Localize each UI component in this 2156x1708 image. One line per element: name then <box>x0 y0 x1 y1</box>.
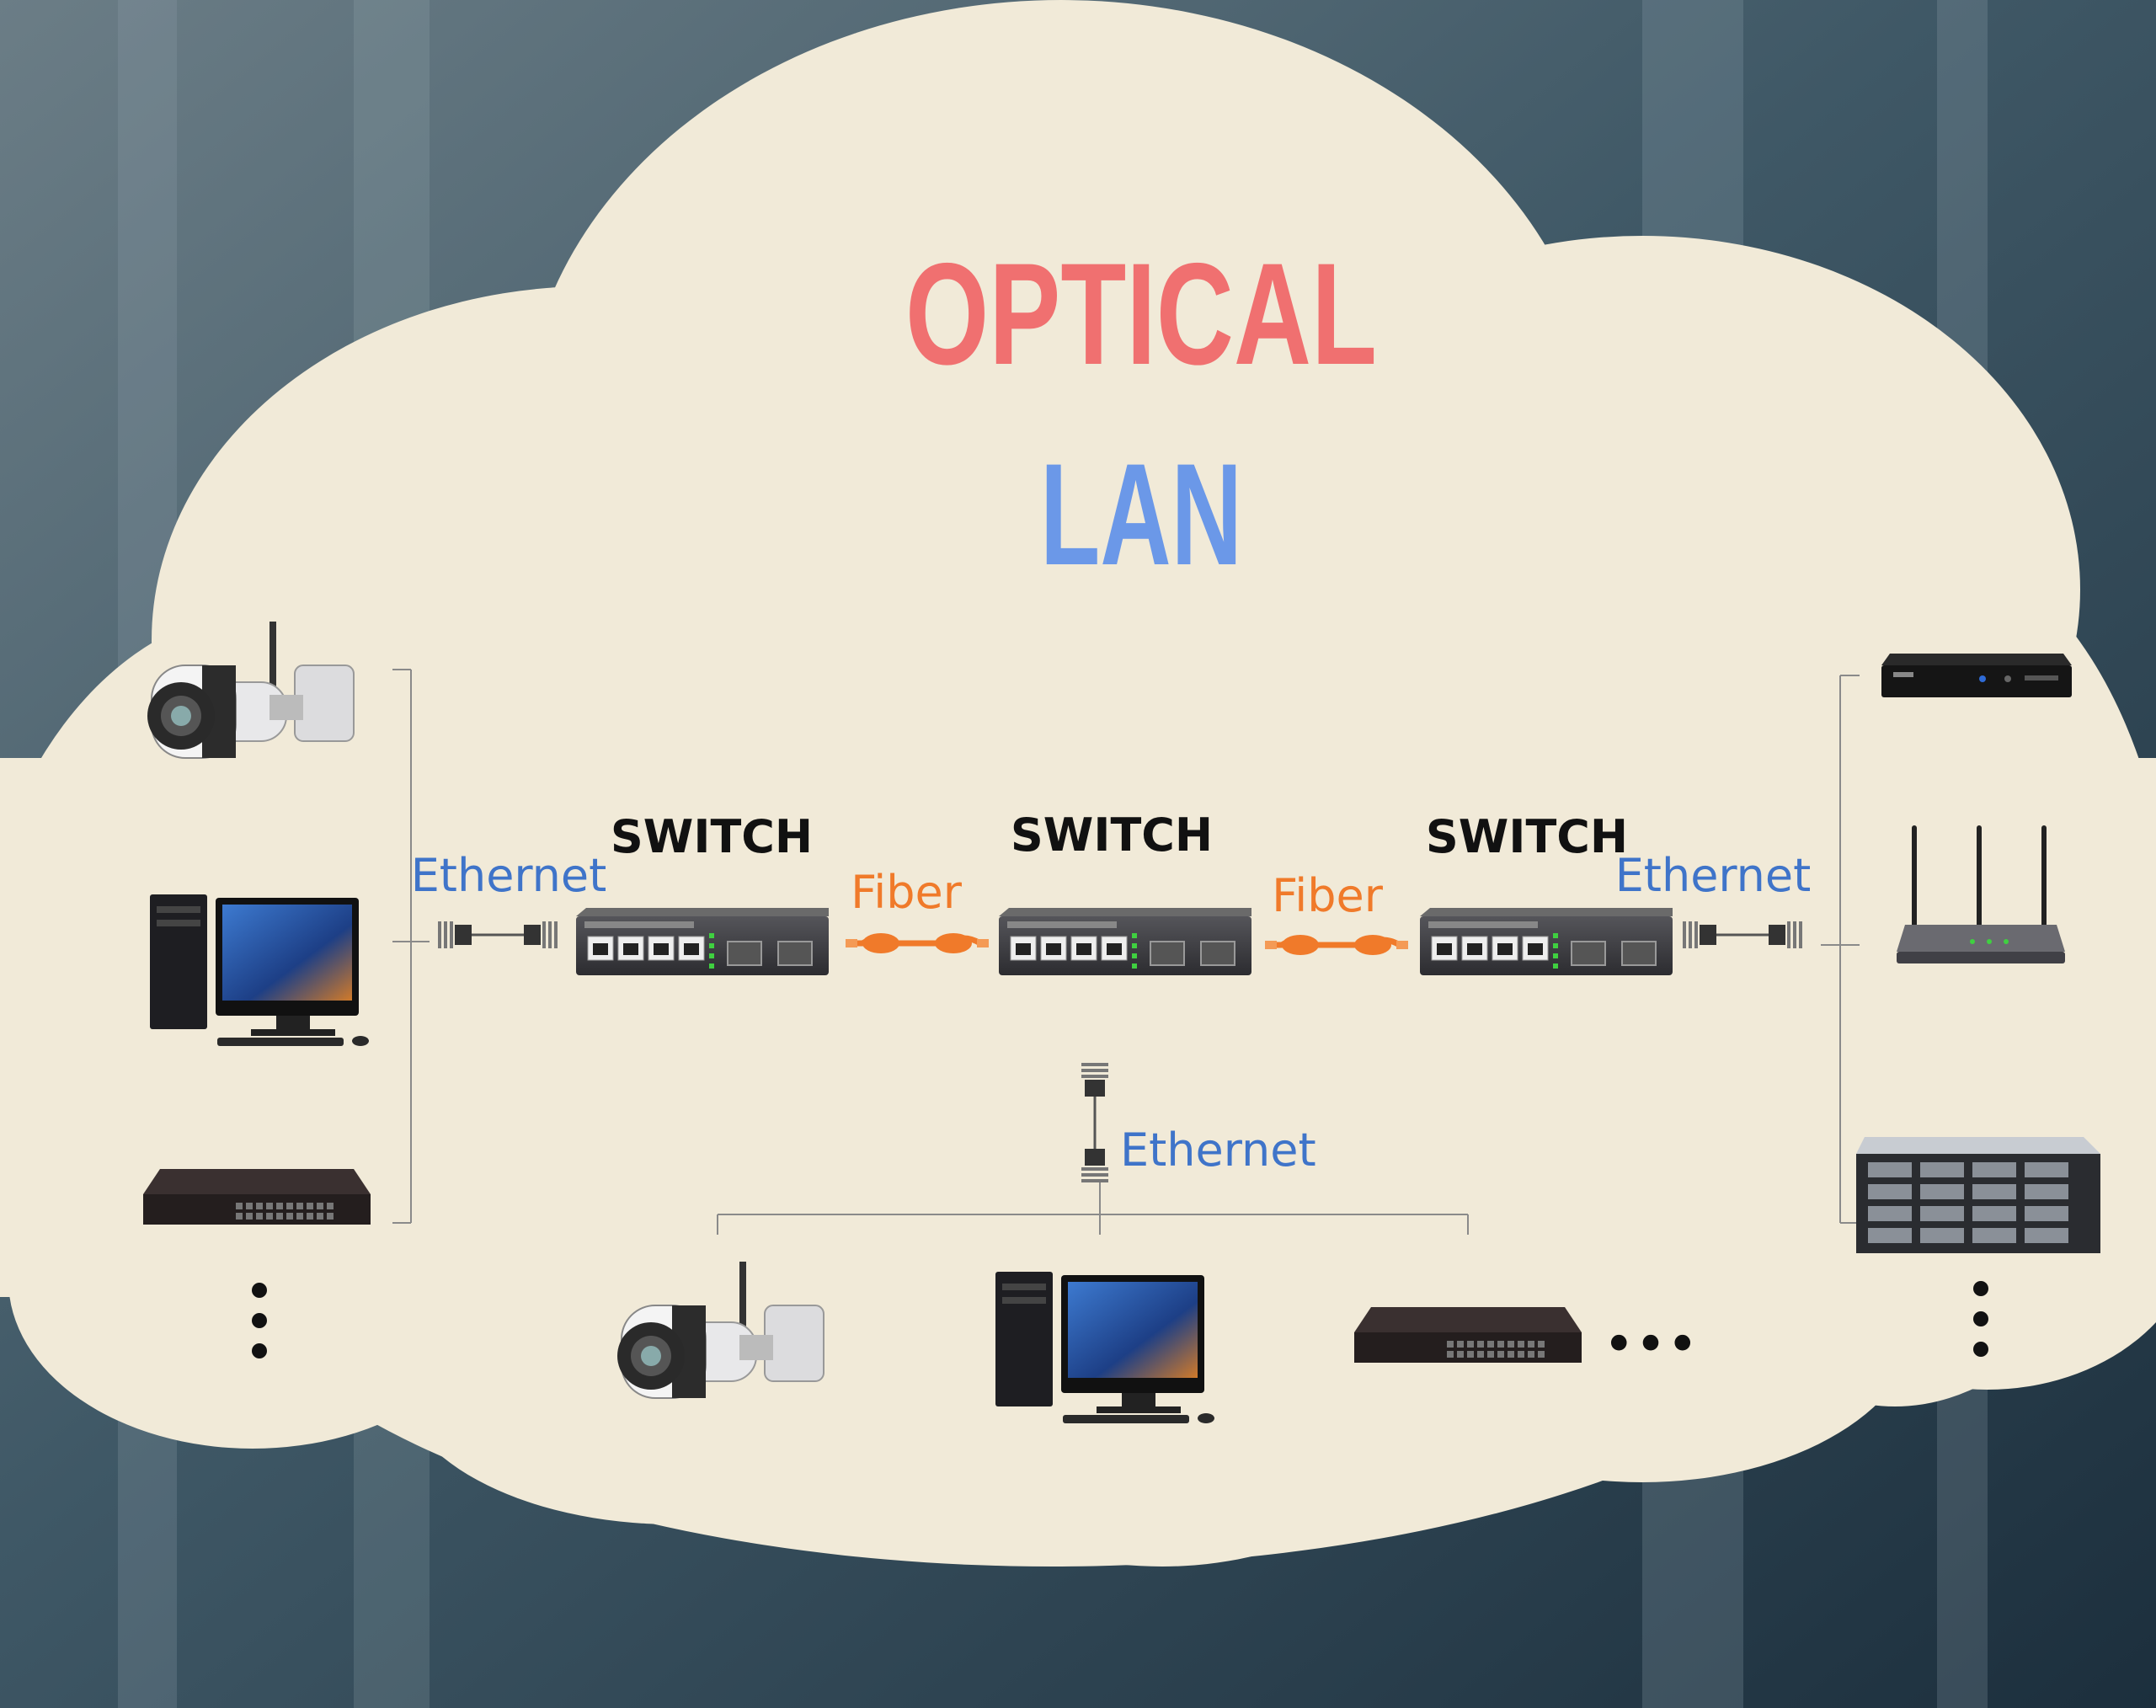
server-icon <box>1856 1137 2100 1253</box>
title-line-2: LAN <box>1040 434 1242 595</box>
fiber-label-2: Fiber <box>1272 869 1384 922</box>
switch-device-icon <box>1419 907 1673 976</box>
ethernet-label-left: Ethernet <box>411 849 607 902</box>
more-left-icon <box>252 1283 267 1358</box>
title-line-1: OPTICAL <box>905 233 1377 395</box>
switch-device-icon <box>575 907 830 976</box>
switch-label-3: SWITCH <box>1426 810 1628 863</box>
dvr-icon <box>1881 654 2072 697</box>
right-connection-bracket <box>1821 675 1860 1224</box>
ethernet-label-bottom: Ethernet <box>1120 1124 1316 1177</box>
rack-switch-icon <box>1354 1307 1582 1363</box>
switch-label-1: SWITCH <box>611 810 813 863</box>
bottom-connection-bracket <box>717 1179 1469 1235</box>
ethernet-label-right: Ethernet <box>1615 849 1812 902</box>
more-bottom-label: ••• <box>1603 1314 1698 1376</box>
more-right-icon <box>1973 1281 1988 1357</box>
switch-device-icon <box>998 907 1252 976</box>
rack-switch-icon <box>143 1169 371 1225</box>
switch-label-2: SWITCH <box>1011 809 1213 862</box>
fiber-label-1: Fiber <box>851 866 963 919</box>
left-connection-bracket <box>392 669 430 1224</box>
